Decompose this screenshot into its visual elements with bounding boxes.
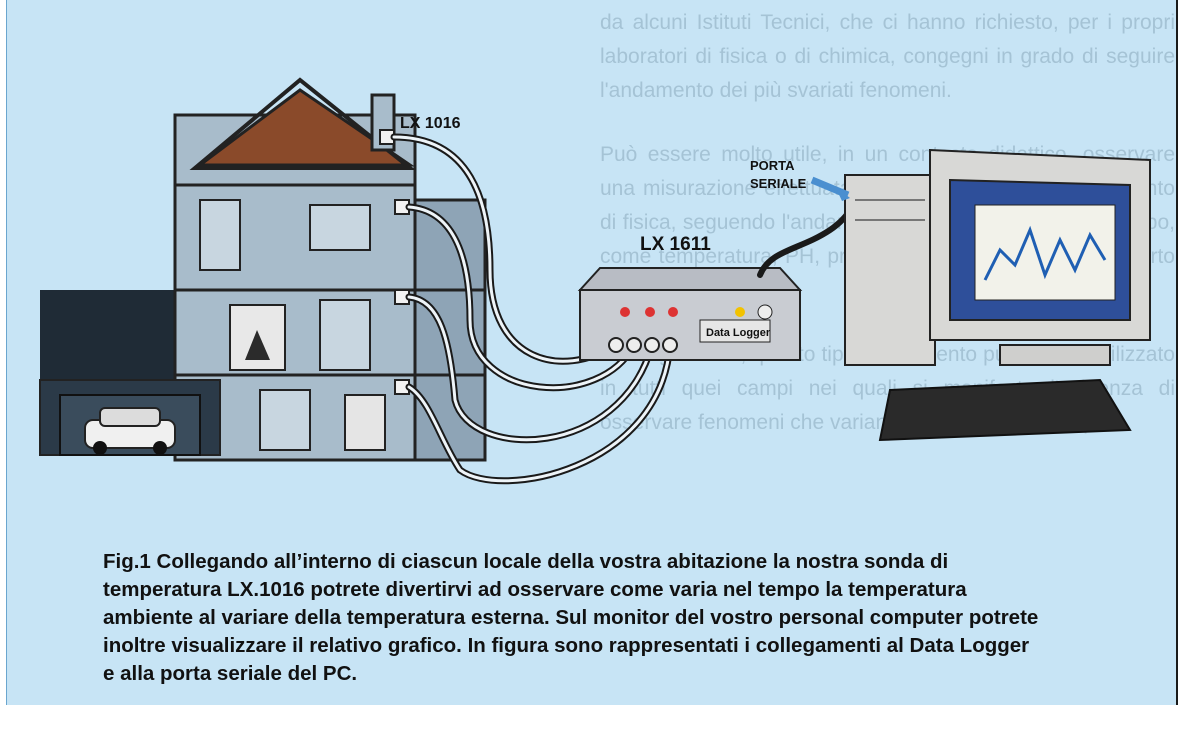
house-illustration (173, 77, 487, 462)
keyboard (878, 378, 1132, 442)
device-name-label: Data Logger (706, 327, 771, 339)
bg-paragraph: da alcuni Istituti Tecnici, che ci hanno… (600, 11, 1175, 102)
garage (39, 379, 221, 456)
logger-label: LX 1611 (640, 234, 711, 255)
serial-cable (757, 197, 861, 278)
probe-label: LX 1016 (400, 115, 461, 132)
computer-illustration (844, 148, 1151, 442)
port-label-line2: SERIALE (750, 176, 807, 191)
port-label-line1: PORTA (750, 158, 795, 173)
roof (195, 88, 415, 167)
graph-line (983, 225, 1107, 281)
car-icon (84, 407, 176, 455)
figure-caption: Fig.1 Collegando all’interno di ciascun … (103, 550, 1039, 685)
data-logger-device: Data Logger (577, 267, 803, 361)
figure-illustration: Data Logger LX 1016 LX 1611 PORTA SERIAL… (39, 77, 1151, 485)
